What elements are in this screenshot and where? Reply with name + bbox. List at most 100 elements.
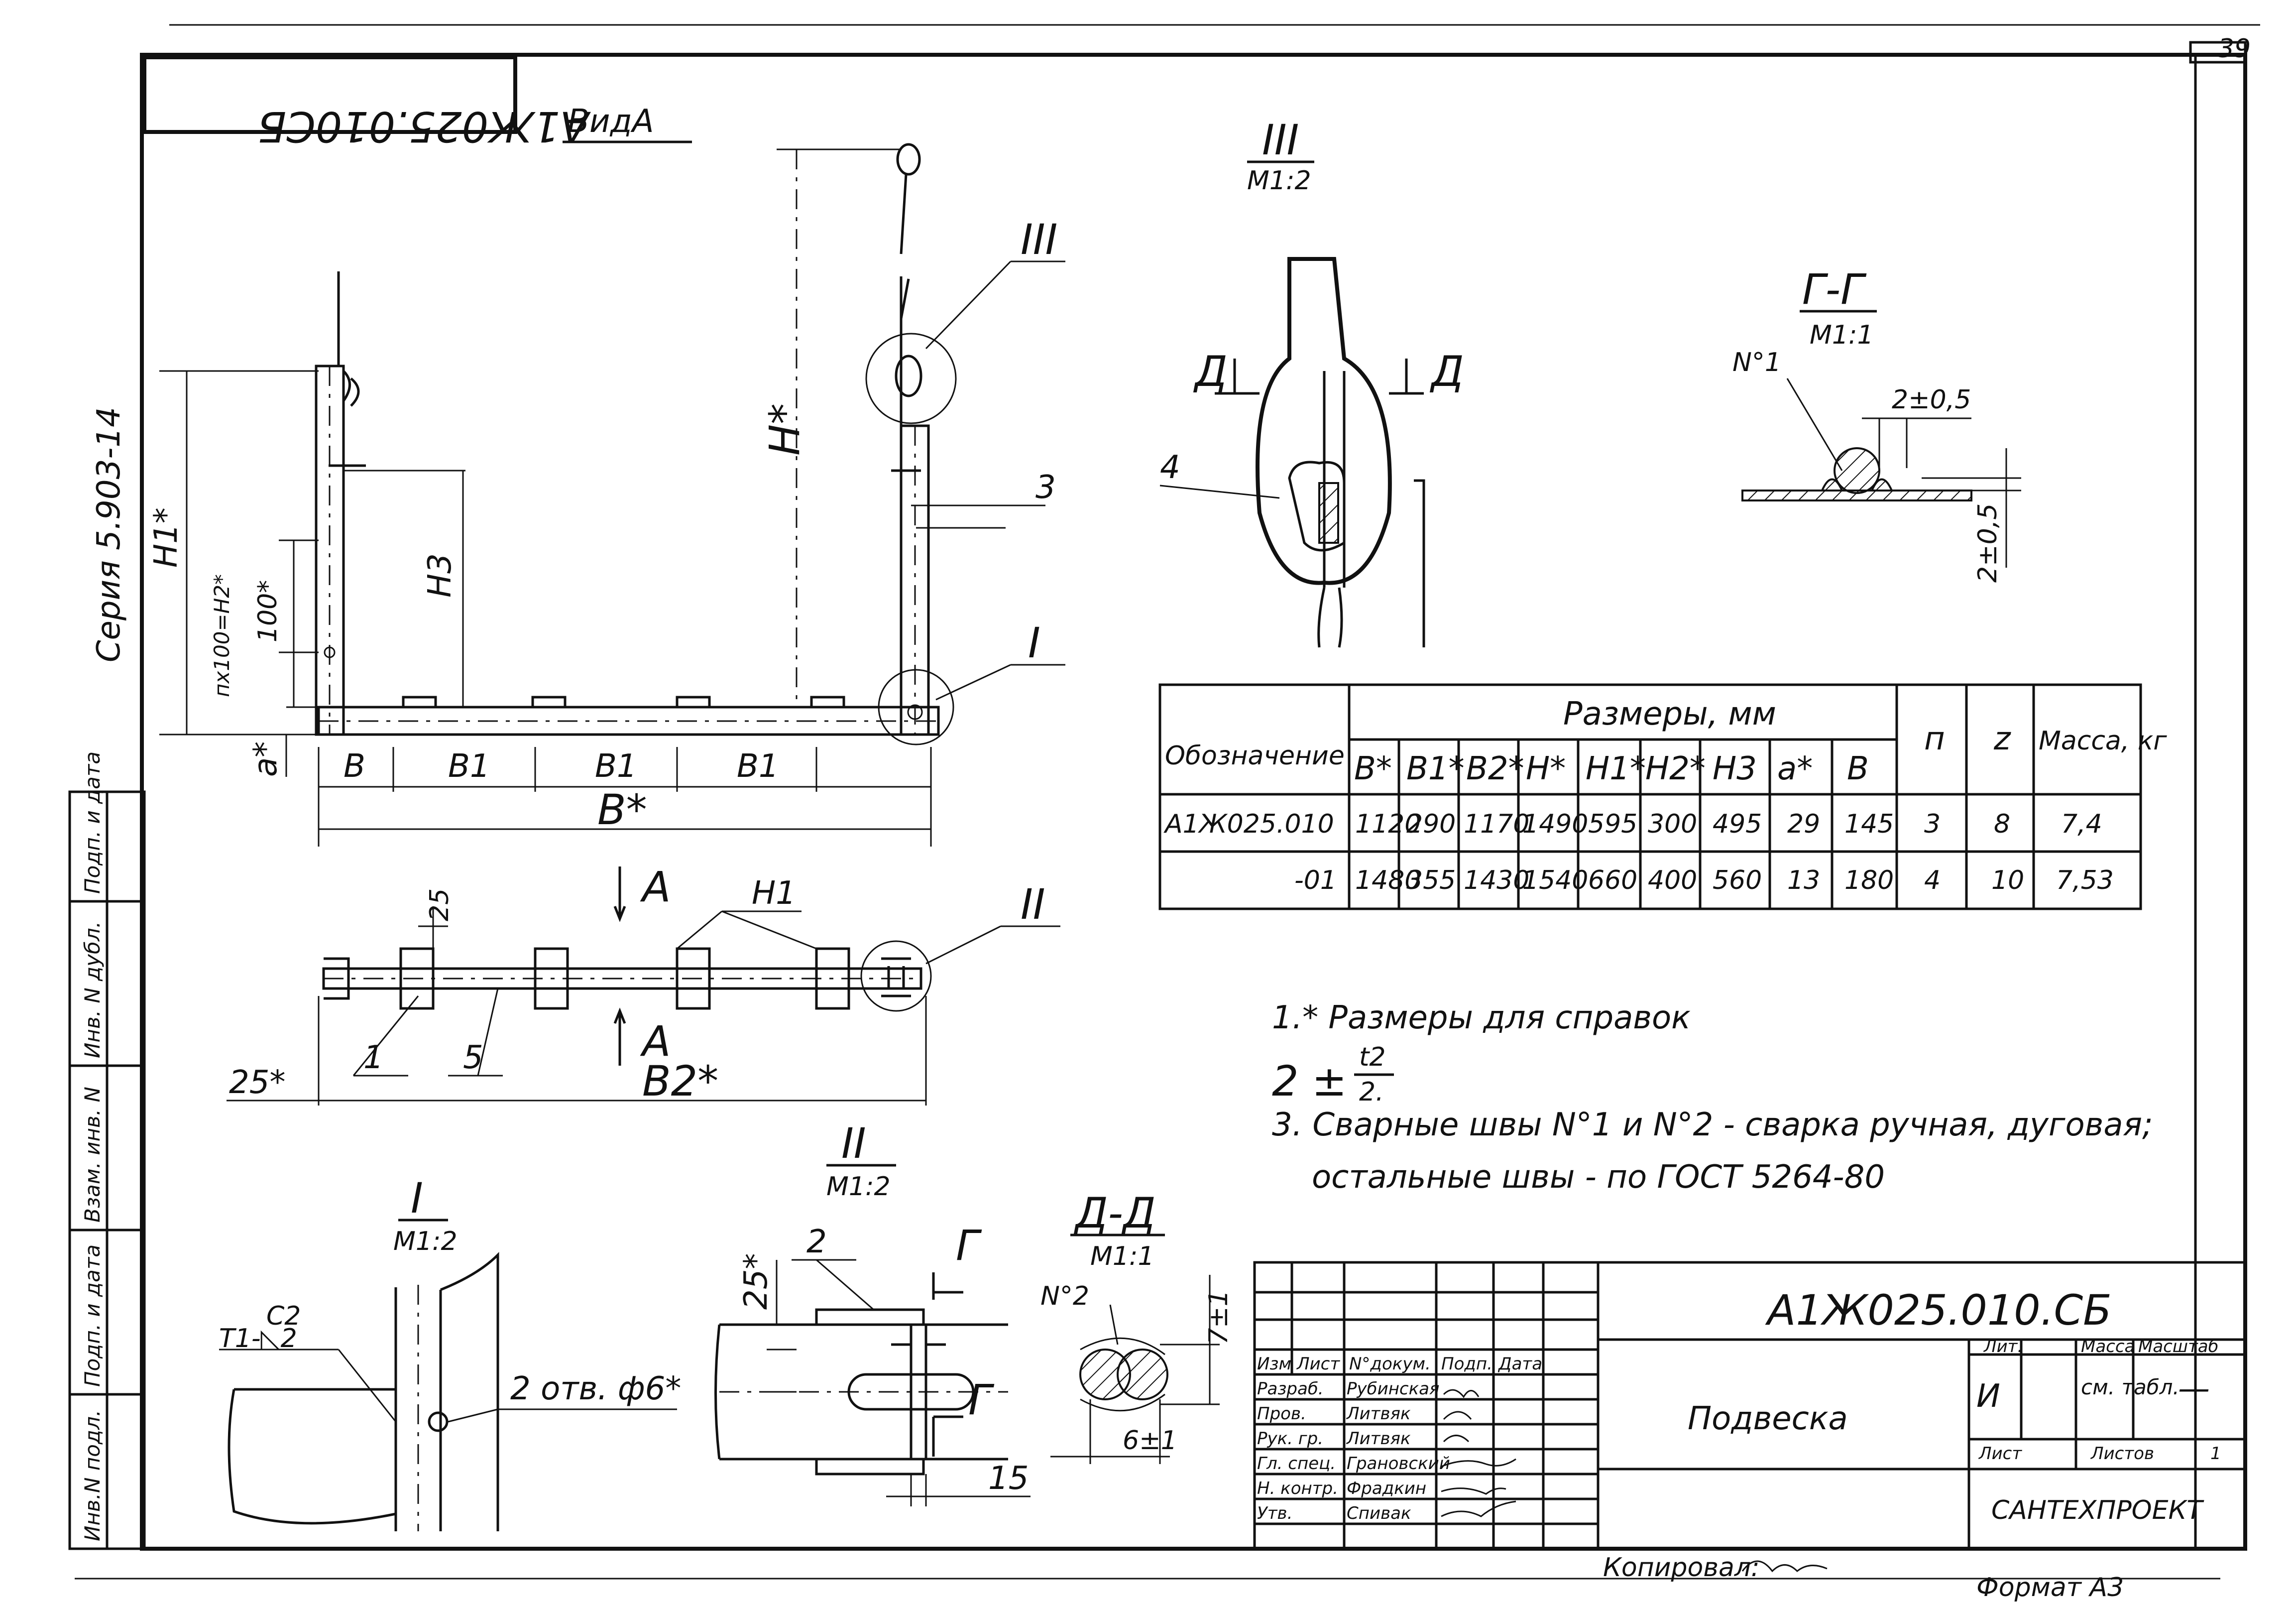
tb-mass-label: Масса xyxy=(2081,1337,2135,1356)
tb-role-3: Гл. спец. xyxy=(1257,1454,1336,1474)
section-d-left: Д xyxy=(1193,347,1228,396)
th-sub-h2: Н2* xyxy=(1645,750,1706,787)
tb-mass-value: см. табл. xyxy=(2081,1375,2180,1399)
tb-sheet-label: Лист xyxy=(1978,1444,2022,1464)
dim-b: В xyxy=(344,748,365,785)
tb-lit-label: Лит. xyxy=(1983,1337,2023,1356)
tb-role-5: Утв. xyxy=(1257,1503,1292,1523)
section-d-right: Д xyxy=(1429,347,1464,396)
row2-h3: 560 xyxy=(1713,865,1762,895)
tb-scale-value: — xyxy=(2178,1370,2210,1407)
detail-iii: III М1:2 Д Д 4 xyxy=(1159,116,1464,648)
format-label: Формат А3 xyxy=(1976,1573,2124,1603)
pos-i-label: I xyxy=(1028,618,1040,667)
row1-designation: А1Ж025.010 xyxy=(1163,809,1334,839)
row1-b2: 1170 xyxy=(1464,809,1529,839)
detail-iii-scale: М1:2 xyxy=(1247,166,1311,196)
dim-b1-b: В1 xyxy=(595,748,637,785)
row1-h2: 300 xyxy=(1648,809,1697,839)
dim-b1-a: В1 xyxy=(448,748,490,785)
dim-h1-star: Н1* xyxy=(148,507,185,568)
signature-marks xyxy=(1441,1389,1516,1517)
section-gg: Г-Г М1:1 N°1 2±0,5 2±0,5 xyxy=(1732,265,2021,583)
row2-b-last: 180 xyxy=(1844,865,1894,895)
dim-b1-c: В1 xyxy=(737,748,779,785)
th-designation: Обозначение xyxy=(1165,741,1345,771)
tb-lit-value: И xyxy=(1976,1378,2000,1415)
sheet-frame: 39 xyxy=(75,24,2260,1580)
th-n: п xyxy=(1924,721,1945,757)
arrow-a-bottom: А xyxy=(640,1017,671,1066)
detail-ii-scale: М1:2 xyxy=(826,1172,891,1202)
row1-h: 1490 xyxy=(1522,809,1588,839)
pos-2-label: 2 xyxy=(806,1224,827,1260)
row2-h2: 400 xyxy=(1648,865,1697,895)
page-number: 39 xyxy=(2218,34,2251,64)
footer: Копировал: Формат А3 xyxy=(1603,1553,2124,1603)
tb-role-2: Рук. гр. xyxy=(1257,1429,1323,1449)
detail-i-title: I xyxy=(411,1174,423,1223)
row2-mass: 7,53 xyxy=(2056,865,2114,895)
tb-name-4: Фрадкин xyxy=(1347,1479,1426,1498)
title-block: А1Ж025.010.СБ Подвеска САНТЕХПРОЕКТ Лит.… xyxy=(1253,1261,2247,1550)
note-3: 3. Сварные швы N°1 и N°2 - сварка ручная… xyxy=(1272,1107,2153,1143)
weld1-label: N°1 xyxy=(1732,348,1781,377)
dim-h-star: Н* xyxy=(760,403,809,456)
note-2-prefix: 2 ± xyxy=(1272,1057,1347,1106)
detail-ii: II М1:2 25* 2 Г Г 15 xyxy=(714,1119,1031,1506)
tb-doc-number: А1Ж025.010.СБ xyxy=(1765,1286,2112,1335)
side-label-podp-2: Подп. и дата xyxy=(80,751,105,894)
th-sub-h1: Н1* xyxy=(1586,750,1646,787)
dim-6: 6±1 xyxy=(1123,1426,1177,1456)
row1-z: 8 xyxy=(1994,809,2010,839)
section-g-bottom: Г xyxy=(968,1375,995,1424)
tb-scale-label: Масштаб xyxy=(2138,1337,2219,1356)
pos-1-label: 1 xyxy=(363,1039,384,1076)
gap-label: 2±0,5 xyxy=(1892,385,1971,415)
series-label: Серия 5.903-14 xyxy=(91,407,127,662)
row1-h3: 495 xyxy=(1713,809,1762,839)
designation-box: А1Ж025.010СБ xyxy=(142,55,591,151)
row2-b2: 1430 xyxy=(1464,865,1529,895)
note-3b: остальные швы - по ГОСТ 5264-80 xyxy=(1312,1159,1885,1196)
th-sub-h: Н* xyxy=(1526,750,1566,787)
tb-name-3: Грановский xyxy=(1347,1454,1450,1474)
c2-label: С2 xyxy=(266,1301,301,1331)
dim-h3: Н3 xyxy=(422,553,459,598)
designation-rotated: А1Ж025.010СБ xyxy=(257,102,591,151)
row2-n: 4 xyxy=(1924,865,1941,895)
section-dd: Д-Д М1:1 N°2 7±1 6±1 xyxy=(1040,1189,1234,1464)
tb-role-0: Разраб. xyxy=(1257,1379,1324,1399)
section-dd-title: Д-Д xyxy=(1073,1189,1156,1237)
tb-name-5: Спивак xyxy=(1347,1503,1411,1523)
dim-nx100: пх100=Н2* xyxy=(210,574,234,697)
th-sub-a: а* xyxy=(1777,750,1813,787)
weld2-label: N°2 xyxy=(1040,1281,1089,1311)
side-label-inv-dubl: Инв. N дубл. xyxy=(80,921,105,1058)
row2-b1: 355 xyxy=(1406,865,1456,895)
dim-25: 25 xyxy=(425,888,455,921)
row2-z: 10 xyxy=(1991,865,2024,895)
tb-h-doc: N°докум. xyxy=(1349,1354,1431,1374)
side-label-vzam: Взам. инв. N xyxy=(80,1087,105,1223)
row1-b1: 290 xyxy=(1406,809,1456,839)
tb-h-sign: Подп. xyxy=(1441,1354,1492,1374)
pos-3-label: 3 xyxy=(1035,469,1056,506)
tb-sheets-label: Листов xyxy=(2090,1444,2154,1464)
th-z: z xyxy=(1993,721,2011,757)
t1-label: Т1-◺2 xyxy=(219,1324,297,1354)
row1-a: 29 xyxy=(1787,809,1820,839)
tb-h-izm: Изм xyxy=(1257,1354,1291,1374)
tb-org: САНТЕХПРОЕКТ xyxy=(1991,1495,2204,1525)
dim-b-star: В* xyxy=(597,785,647,834)
row1-h1: 595 xyxy=(1588,809,1637,839)
row1-n: 3 xyxy=(1924,809,1941,839)
pos-4-label: 4 xyxy=(1160,449,1180,486)
note-1: 1.* Размеры для справок xyxy=(1272,999,1691,1036)
dim-25-star-ii: 25* xyxy=(738,1253,775,1310)
row1-b-last: 145 xyxy=(1844,809,1894,839)
th-sub-b2: В2* xyxy=(1466,750,1524,787)
th-sub-b1: В1* xyxy=(1406,750,1465,787)
detail-i-scale: М1:2 xyxy=(393,1227,458,1256)
